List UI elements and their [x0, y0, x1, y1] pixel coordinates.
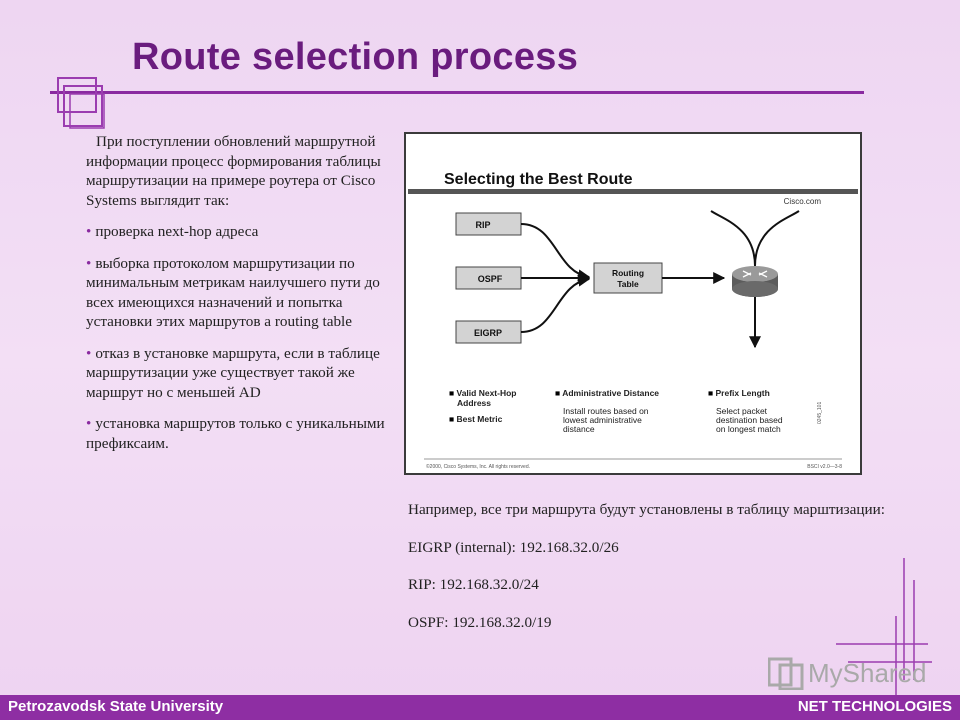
legend-prefix-line2: destination based [716, 415, 783, 425]
bullet-text: отказ в установке маршрута, если в табли… [86, 344, 380, 401]
example-intro: Например, все три маршрута будут установ… [408, 501, 885, 518]
rip-label: RIP [475, 220, 490, 230]
legend-ad-line1: Install routes based on [563, 406, 649, 416]
right-text-block: Например, все три маршрута будут установ… [408, 500, 888, 650]
bullet-icon: • [86, 344, 92, 362]
route-selection-figure: Selecting the Best Route Cisco.com RIP O… [404, 132, 862, 475]
bullet-text: выборка протоколом маршрутизации по мини… [86, 254, 380, 331]
footer-bar: Petrozavodsk State University NET TECHNO… [0, 695, 960, 720]
intro-paragraph: При поступлении обновлений маршрутной ин… [86, 133, 381, 209]
bullet-item: •отказ в установке маршрута, если в табл… [86, 344, 402, 403]
decorative-squares [57, 77, 105, 129]
legend-next-hop: ■ Valid Next-Hop [449, 388, 516, 398]
bullet-item: •проверка next-hop адреса [86, 222, 402, 242]
bullet-icon: • [86, 223, 92, 240]
legend-prefix-line3: on longest match [716, 424, 781, 434]
rip-arrow [520, 223, 591, 282]
title-underline [50, 91, 864, 94]
left-column: При поступлении обновлений маршрутной ин… [86, 132, 402, 465]
footer-course: NET TECHNOLOGIES [797, 698, 952, 715]
figure-title: Selecting the Best Route [444, 171, 633, 188]
bullet-text: проверка next-hop адреса [95, 223, 259, 240]
watermark-text: MyShared [808, 658, 927, 688]
watermark: MyShared [768, 656, 928, 692]
slide-title: Route selection process [132, 36, 579, 78]
route-ospf: OSPF: 192.168.32.0/19 [408, 613, 552, 631]
incoming-line-right [754, 210, 800, 267]
route-selection-diagram: Selecting the Best Route Cisco.com RIP O… [408, 171, 858, 470]
bullet-icon: • [86, 415, 92, 432]
route-rip: RIP: 192.168.32.0/24 [408, 576, 539, 593]
incoming-line-left [710, 210, 756, 267]
bullet-item: •выборка протоколом маршрутизации по мин… [86, 254, 402, 332]
routing-table-label-line1: Routing [612, 268, 644, 278]
eigrp-arrow [520, 274, 591, 333]
router-icon [732, 266, 778, 297]
eigrp-label: EIGRP [474, 328, 502, 338]
figure-copyright: ©2000, Cisco Systems, Inc. All rights re… [426, 463, 530, 470]
bullet-icon: • [86, 254, 92, 272]
figure-title-bar [408, 189, 858, 194]
footer-university: Petrozavodsk State University [8, 698, 224, 715]
watermark-logo-icon [768, 657, 804, 690]
bullet-item: •установка маршрутов только с уникальным… [86, 414, 402, 453]
decorative-lines [836, 558, 932, 695]
cisco-brand: Cisco.com [784, 197, 822, 206]
legend-ad-line2: lowest administrative [563, 415, 642, 425]
ospf-label: OSPF [478, 274, 503, 284]
legend-ad-header: ■ Administrative Distance [555, 388, 659, 398]
legend-prefix-header: ■ Prefix Length [708, 388, 770, 398]
legend-ad-line3: distance [563, 424, 595, 434]
figure-side-code: 0245_101 [817, 402, 823, 424]
figure-code: BSCI v2.0—3-8 [807, 464, 842, 470]
legend-best-metric: ■ Best Metric [449, 414, 503, 424]
route-eigrp: EIGRP (internal): 192.168.32.0/26 [408, 538, 619, 556]
bullet-text: установка маршрутов только с уникальными… [86, 415, 385, 452]
legend-prefix-line1: Select packet [716, 406, 768, 416]
legend-next-hop-2: Address [457, 398, 491, 408]
routing-table-label-line2: Table [617, 279, 639, 289]
